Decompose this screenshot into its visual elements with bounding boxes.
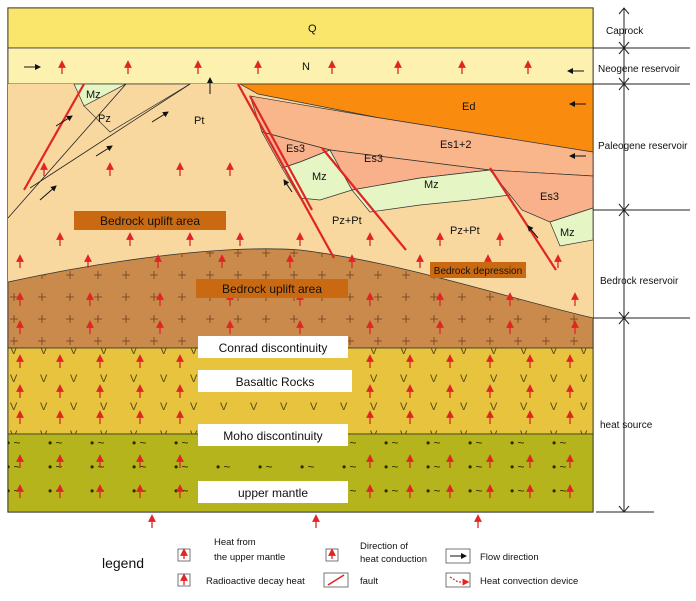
mantle-label: upper mantle: [238, 486, 308, 500]
basaltic-label: Basaltic Rocks: [236, 375, 315, 389]
caprock-layer: [7, 7, 594, 49]
mz-middle: [351, 169, 511, 213]
mz-label-a: Mz: [312, 171, 327, 183]
pz-label: Pz: [98, 113, 111, 125]
legend-conduction-1: Direction of: [360, 541, 408, 552]
legend-fault-icon: [327, 574, 345, 586]
uplift-boundaries: [7, 83, 191, 219]
legend-convection-icon: [449, 576, 470, 586]
legend-conduction-2: heat conduction: [360, 554, 427, 565]
es3-label-a: Es3: [286, 143, 305, 155]
es3-label-b: Es3: [364, 153, 383, 165]
conrad-box: [198, 336, 348, 358]
basaltic-box: [198, 370, 352, 392]
fault-line: [23, 83, 85, 191]
es3-label-c: Es3: [540, 191, 559, 203]
caprock-label: Q: [308, 23, 317, 35]
faults: [23, 83, 557, 271]
caprock-side-label: Caprock: [606, 26, 644, 37]
legend-flow: Flow direction: [480, 552, 539, 563]
ed-label: Ed: [462, 101, 475, 113]
legend-title: legend: [102, 555, 144, 571]
legend-mantle-2: the upper mantle: [214, 552, 285, 563]
moho-box: [198, 424, 348, 446]
legend-mantle-1: Heat from: [214, 537, 256, 548]
paleogene-side-label: Paleogene reservoir: [598, 141, 688, 152]
legend-convection-box: [445, 572, 471, 588]
mz-top-label: Mz: [86, 89, 101, 101]
fault-line: [249, 95, 313, 211]
fault-line: [237, 83, 335, 259]
mantle-box: [198, 481, 348, 503]
mz-label-c: Mz: [560, 227, 575, 239]
legend-radio: Radioactive decay heat: [206, 576, 305, 587]
uplift-lower-box: [196, 279, 348, 298]
uplift-upper-box: [74, 211, 226, 230]
pzpt-label-a: Pz+Pt: [332, 215, 362, 227]
depression-box: [430, 262, 526, 278]
neogene-side-label: Neogene reservoir: [598, 64, 681, 75]
legend-convection: Heat convection device: [480, 576, 578, 587]
heat-source-side-label: heat source: [600, 420, 653, 431]
legend-fault: fault: [360, 576, 378, 587]
heat-arrows: [16, 60, 579, 528]
pt-label: Pt: [194, 115, 204, 127]
pzpt-label-b: Pz+Pt: [450, 225, 480, 237]
mz-right: [549, 207, 594, 247]
neogene-layer: [7, 47, 594, 85]
es12-label: Es1+2: [440, 139, 472, 151]
fault-line: [321, 147, 407, 251]
fault-line: [489, 167, 557, 271]
flow-arrows: [24, 64, 586, 239]
conrad-label: Conrad discontinuity: [219, 341, 328, 355]
neogene-label: N: [302, 61, 310, 73]
moho-label: Moho discontinuity: [223, 429, 322, 443]
bedrock-side-label: Bedrock reservoir: [600, 276, 679, 287]
uplift-lower-label: Bedrock uplift area: [222, 282, 322, 296]
uplift-upper-label: Bedrock uplift area: [100, 214, 200, 228]
mz-label-b: Mz: [424, 179, 439, 191]
right-scale: [593, 7, 690, 513]
depression-label: Bedrock depression: [434, 266, 522, 277]
